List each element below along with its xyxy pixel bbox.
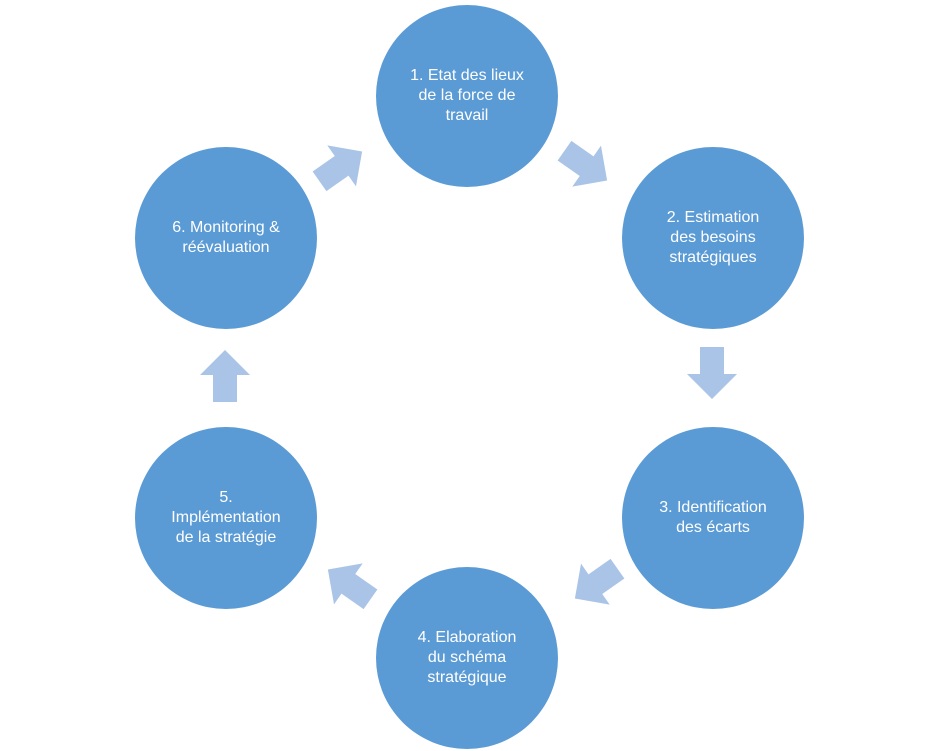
- arrow-5-to-6: [200, 350, 250, 402]
- cycle-step-2-label: 2. Estimation des besoins stratégiques: [666, 209, 760, 266]
- arrow-1-to-2: [550, 130, 622, 201]
- cycle-step-3: 3. Identification des écarts: [622, 427, 804, 609]
- arrow-3-to-4: [560, 548, 632, 619]
- cycle-step-4-label: 4. Elaboration du schéma stratégique: [417, 629, 517, 686]
- cycle-step-6: 6. Monitoring & réévaluation: [135, 147, 317, 329]
- cycle-step-2: 2. Estimation des besoins stratégiques: [622, 147, 804, 329]
- cycle-step-1: 1. Etat des lieux de la force de travail: [376, 5, 558, 187]
- cycle-step-5: 5. Implémentation de la stratégie: [135, 427, 317, 609]
- cycle-step-4: 4. Elaboration du schéma stratégique: [376, 567, 558, 749]
- arrow-4-to-5: [313, 549, 385, 620]
- arrow-6-to-1: [305, 131, 377, 202]
- cycle-step-6-label: 6. Monitoring & réévaluation: [172, 219, 280, 256]
- cycle-step-3-label: 3. Identification des écarts: [659, 499, 767, 536]
- cycle-step-1-label: 1. Etat des lieux de la force de travail: [410, 67, 524, 124]
- arrow-2-to-3: [687, 347, 737, 399]
- cycle-step-5-label: 5. Implémentation de la stratégie: [171, 489, 281, 546]
